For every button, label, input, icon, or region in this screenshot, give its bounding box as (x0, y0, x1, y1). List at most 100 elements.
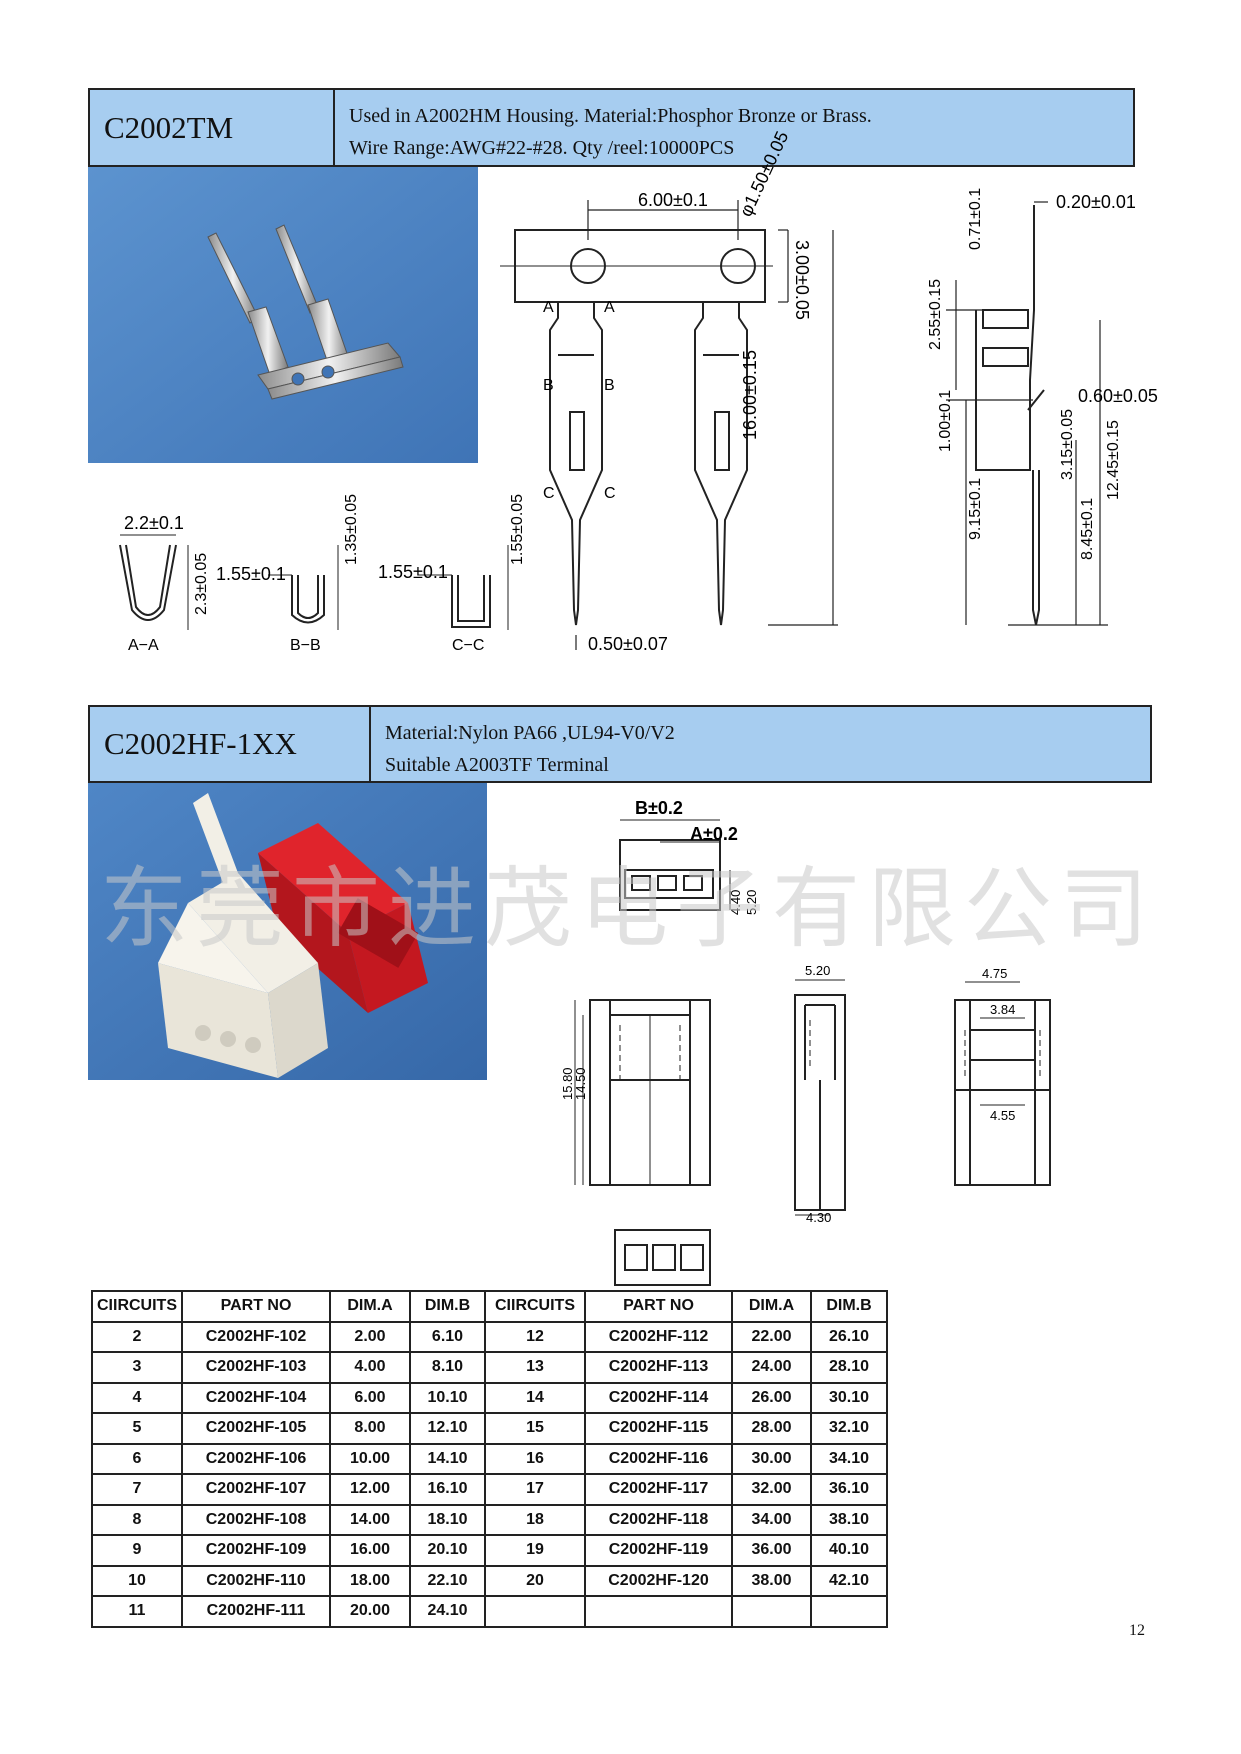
table-cell: 24.10 (409, 1595, 486, 1628)
sec-23: 2.3±0.05 (193, 553, 210, 615)
table-cell: C2002HF-115 (584, 1412, 733, 1445)
table-cell: 10.10 (409, 1381, 486, 1414)
label-a-right: A (604, 299, 615, 316)
col-dim-b: DIM.B (409, 1290, 486, 1323)
dim-1450: 14.50 (573, 1067, 588, 1100)
label-b-left: B (543, 377, 554, 394)
sec-22: 2.2±0.1 (124, 513, 184, 533)
label-bb: B−B (290, 637, 321, 654)
table-cell: 40.10 (810, 1534, 888, 1567)
table-cell: 14.10 (409, 1442, 486, 1475)
table-cell (584, 1595, 733, 1628)
col-part-no-2: PART NO (584, 1290, 733, 1323)
dim-a: A±0.2 (690, 824, 738, 844)
dim-060: 0.60±0.05 (1078, 386, 1158, 406)
part-description: Material:Nylon PA66 ,UL94-V0/V2 Suitable… (371, 707, 1150, 781)
dim-915: 9.15±0.1 (967, 478, 984, 540)
dim-520-vertical: 5.20 (744, 890, 759, 915)
dim-520: 5.20 (805, 963, 830, 978)
table-cell: 16.00 (329, 1534, 411, 1567)
table-cell: 18 (484, 1503, 586, 1536)
sec-135: 1.35±0.05 (343, 494, 360, 565)
table-cell: 22.10 (409, 1564, 486, 1597)
table-cell: C2002HF-106 (181, 1442, 331, 1475)
table-cell (731, 1595, 812, 1628)
description-line-2: Suitable A2003TF Terminal (385, 754, 609, 776)
table-cell: C2002HF-120 (584, 1564, 733, 1597)
table-cell: 38.10 (810, 1503, 888, 1536)
company-watermark: 东莞市进茂电子有限公司 (100, 857, 1157, 960)
table-cell: 3 (91, 1351, 183, 1384)
table-cell: 2.00 (329, 1320, 411, 1353)
col-circuits: CIIRCUITS (91, 1290, 183, 1323)
table-cell: 5 (91, 1412, 183, 1445)
sec-155a: 1.55±0.1 (216, 564, 286, 584)
description-line-2: Wire Range:AWG#22-#28. Qty /reel:10000PC… (349, 137, 735, 159)
col-dim-a-2: DIM.A (731, 1290, 812, 1323)
sec-155b: 1.55±0.1 (378, 562, 448, 582)
table-cell: 26.10 (810, 1320, 888, 1353)
table-cell: C2002HF-103 (181, 1351, 331, 1384)
table-cell: 16 (484, 1442, 586, 1475)
table-cell: C2002HF-114 (584, 1381, 733, 1414)
table-cell: 12.10 (409, 1412, 486, 1445)
table-cell: 30.00 (731, 1442, 812, 1475)
table-cell: 16.10 (409, 1473, 486, 1506)
table-cell: 7 (91, 1473, 183, 1506)
dim-6: 6.00±0.1 (638, 190, 708, 210)
dim-100: 1.00±0.1 (937, 390, 954, 452)
table-cell: C2002HF-105 (181, 1412, 331, 1445)
table-cell: C2002HF-107 (181, 1473, 331, 1506)
table-cell: 6.10 (409, 1320, 486, 1353)
table-cell: C2002HF-117 (584, 1473, 733, 1506)
table-cell: 34.10 (810, 1442, 888, 1475)
table-cell: C2002HF-108 (181, 1503, 331, 1536)
table-cell: 20.00 (329, 1595, 411, 1628)
dim-3: 3.00±0.05 (792, 240, 812, 320)
description-line-1: Material:Nylon PA66 ,UL94-V0/V2 (385, 722, 675, 744)
dim-071: 0.71±0.1 (967, 188, 984, 250)
table-cell: 18.10 (409, 1503, 486, 1536)
sec-155c: 1.55±0.05 (509, 494, 526, 565)
table-cell: 2 (91, 1320, 183, 1353)
label-a-left: A (543, 299, 554, 316)
part-description: Used in A2002HM Housing. Material:Phosph… (335, 90, 1133, 165)
table-cell (484, 1595, 586, 1628)
dim-475: 4.75 (982, 966, 1007, 981)
table-cell: 12.00 (329, 1473, 411, 1506)
table-cell: 13 (484, 1351, 586, 1384)
label-aa: A−A (128, 637, 159, 654)
dim-384: 3.84 (990, 1002, 1015, 1017)
housing-drawing: B±0.2 A±0.2 4.40 5.20 5.20 4.75 3.84 4.5… (560, 798, 1051, 1286)
label-c-right: C (604, 485, 616, 502)
table-cell: 20 (484, 1564, 586, 1597)
table-cell: 15 (484, 1412, 586, 1445)
dim-050: 0.50±0.07 (588, 634, 668, 654)
table-cell: 10.00 (329, 1442, 411, 1475)
housing-photo (88, 783, 487, 1080)
part-code: C2002TM (90, 90, 335, 165)
part-code: C2002HF-1XX (90, 707, 371, 781)
col-circuits-2: CIIRCUITS (484, 1290, 586, 1323)
page-number: 12 (1129, 1622, 1145, 1639)
table-cell: 22.00 (731, 1320, 812, 1353)
table-cell: 28.10 (810, 1351, 888, 1384)
table-cell: C2002HF-104 (181, 1381, 331, 1414)
col-dim-a: DIM.A (329, 1290, 411, 1323)
table-cell: C2002HF-118 (584, 1503, 733, 1536)
table-cell: C2002HF-110 (181, 1564, 331, 1597)
table-cell: 9 (91, 1534, 183, 1567)
table-cell: 34.00 (731, 1503, 812, 1536)
table-cell: 4 (91, 1381, 183, 1414)
dim-430: 4.30 (806, 1210, 831, 1225)
dim-b: B±0.2 (635, 798, 683, 818)
